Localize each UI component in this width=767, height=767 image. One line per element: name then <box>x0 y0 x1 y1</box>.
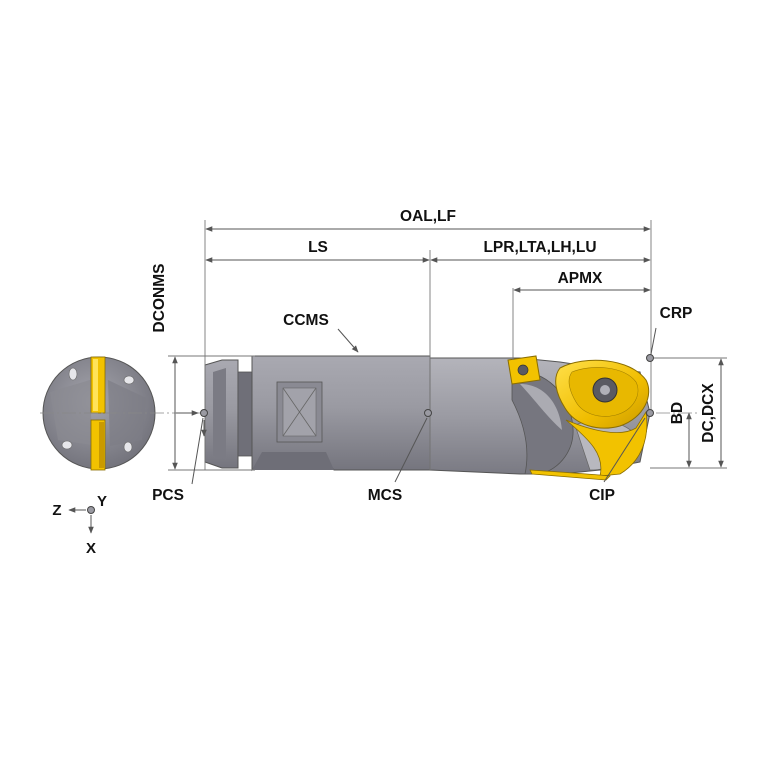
label-bd: BD <box>669 402 686 424</box>
label-dconms: DCONMS <box>151 264 168 333</box>
crp-leader <box>650 327 657 355</box>
mcs-point <box>424 409 432 417</box>
pcs-leader <box>191 417 204 485</box>
label-cip: CIP <box>589 487 615 504</box>
label-apmx: APMX <box>558 270 603 287</box>
label-lpr-lta-lh-lu: LPR,LTA,LH,LU <box>483 239 596 256</box>
cip-point <box>646 409 654 417</box>
insert-main <box>555 359 650 477</box>
label-oal-lf: OAL,LF <box>400 208 456 225</box>
insert-secondary <box>507 355 611 481</box>
label-mcs: MCS <box>368 487 402 504</box>
crp-point <box>646 354 654 362</box>
mcs-leader <box>394 417 428 483</box>
coordinate-axes: Z Y X <box>52 493 107 557</box>
label-crp: CRP <box>660 305 693 322</box>
axis-origin <box>87 506 95 514</box>
axis-label-y: Y <box>97 493 107 510</box>
pcs-point <box>200 409 208 417</box>
ccms-leader <box>337 328 359 353</box>
label-ccms: CCMS <box>283 312 329 329</box>
label-dc-dcx: DC,DCX <box>700 383 717 443</box>
end-view <box>42 356 156 471</box>
cip-leader <box>603 417 646 483</box>
axis-label-z: Z <box>52 502 61 519</box>
axis-label-x: X <box>86 540 96 557</box>
label-pcs: PCS <box>152 487 184 504</box>
label-ls: LS <box>308 239 328 256</box>
